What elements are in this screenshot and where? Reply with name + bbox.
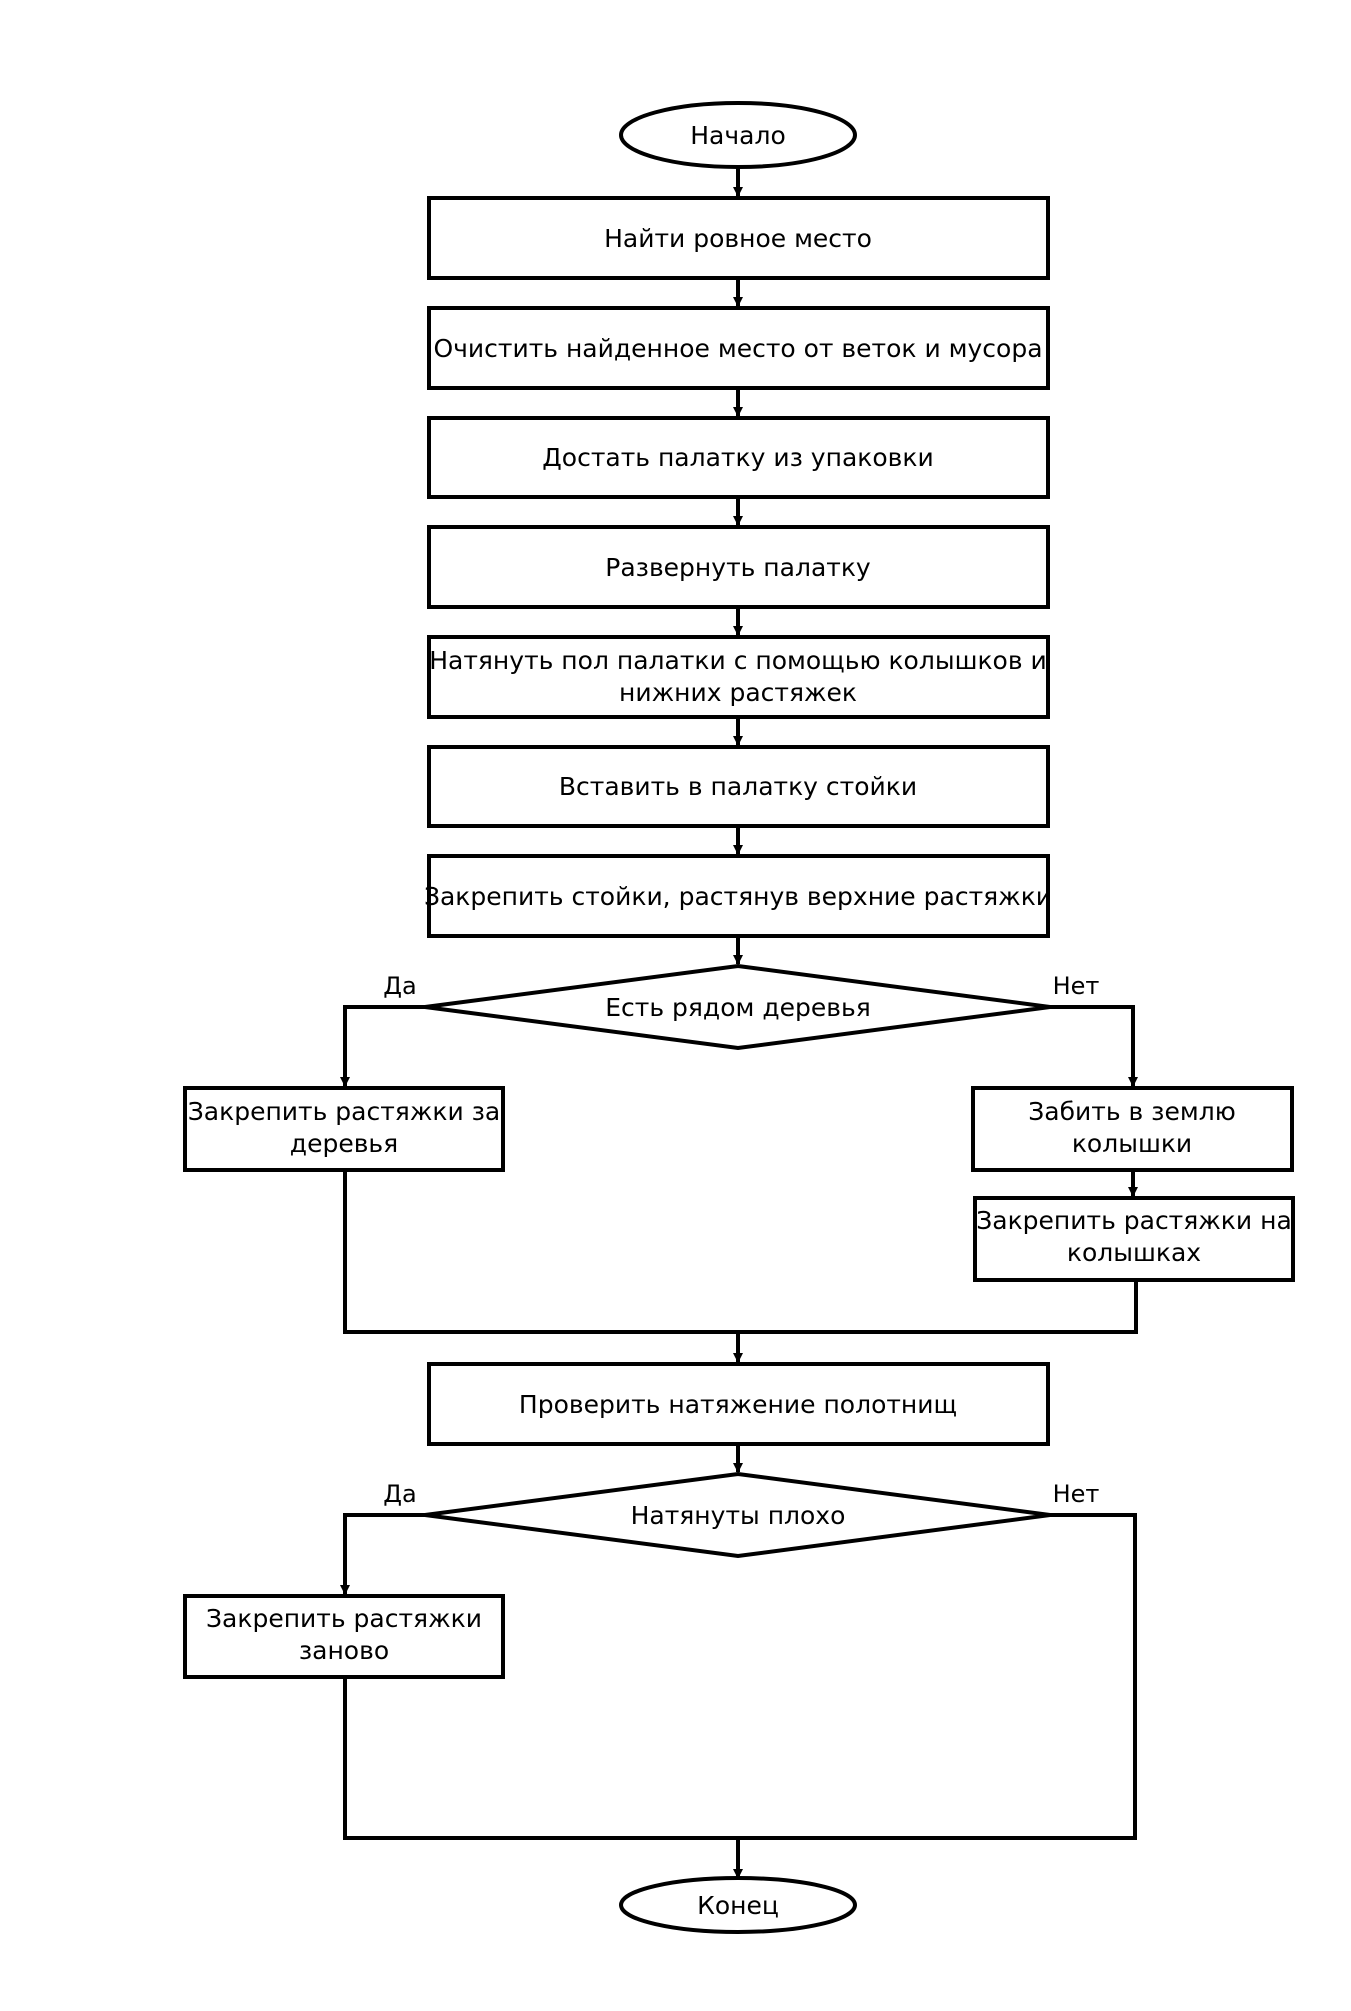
process-check-tension-label: Проверить натяжение полотнищ xyxy=(519,1390,957,1419)
process-tie-to-trees-label-2: деревья xyxy=(290,1129,398,1158)
process-tie-to-trees: Закрепить растяжки за деревья xyxy=(183,1086,505,1172)
decision-trees-nearby: Есть рядом деревья xyxy=(424,963,1051,1051)
process-insert-poles-label: Вставить в палатку стойки xyxy=(559,772,917,801)
process-fix-poles-label: Закрепить стойки, растянув верхние растя… xyxy=(424,882,1052,911)
branch-label-no-1: Нет xyxy=(1053,972,1100,1000)
process-unfold-tent: Развернуть палатку xyxy=(427,525,1050,609)
process-insert-poles: Вставить в палатку стойки xyxy=(427,745,1050,828)
process-clear-place-label: Очистить найденное место от веток и мусо… xyxy=(433,334,1042,363)
process-unfold-tent-label: Развернуть палатку xyxy=(605,553,871,582)
decision-poorly-stretched: Натянуты плохо xyxy=(424,1471,1051,1559)
decision-poorly-stretched-label: Натянуты плохо xyxy=(631,1501,846,1530)
process-find-place: Найти ровное место xyxy=(427,196,1050,280)
start-label: Начало xyxy=(690,121,785,150)
branch-label-yes-1: Да xyxy=(383,972,416,1000)
process-find-place-label: Найти ровное место xyxy=(604,224,872,253)
start-terminator: Начало xyxy=(619,101,857,169)
process-unpack-tent-label: Достать палатку из упаковки xyxy=(542,443,934,472)
decision-trees-nearby-label: Есть рядом деревья xyxy=(605,993,871,1022)
process-check-tension: Проверить натяжение полотнищ xyxy=(427,1362,1050,1446)
connector-merge-2 xyxy=(343,1513,1137,1840)
connectors xyxy=(340,168,1138,1879)
branch-label-no-2: Нет xyxy=(1053,1480,1100,1508)
process-tie-to-pegs-label-1: Закрепить растяжки на xyxy=(976,1206,1292,1235)
process-fix-poles: Закрепить стойки, растянув верхние растя… xyxy=(424,854,1052,938)
connector-trees-no xyxy=(1050,1005,1138,1087)
process-unpack-tent: Достать палатку из упаковки xyxy=(427,416,1050,499)
end-terminator: Конец xyxy=(619,1876,857,1934)
process-drive-pegs: Забить в землю колышки xyxy=(971,1086,1294,1172)
process-retie-label-2: заново xyxy=(299,1636,389,1665)
process-tie-to-trees-label-1: Закрепить растяжки за xyxy=(188,1097,501,1126)
process-stretch-floor: Натянуть пол палатки с помощью колышков … xyxy=(427,635,1050,719)
process-retie-label-1: Закрепить растяжки xyxy=(206,1604,482,1633)
connector-merge-1 xyxy=(343,1170,1138,1334)
process-stretch-floor-label-1: Натянуть пол палатки с помощью колышков … xyxy=(429,646,1047,675)
end-label: Конец xyxy=(697,1891,779,1920)
process-stretch-floor-label-2: нижних растяжек xyxy=(619,678,857,707)
connector-poor-yes xyxy=(340,1513,425,1595)
process-tie-to-pegs: Закрепить растяжки на колышках xyxy=(973,1196,1295,1282)
process-clear-place: Очистить найденное место от веток и мусо… xyxy=(427,306,1050,390)
connector-trees-yes xyxy=(340,1005,425,1087)
process-tie-to-pegs-label-2: колышках xyxy=(1067,1238,1201,1267)
process-drive-pegs-label-2: колышки xyxy=(1072,1129,1192,1158)
process-drive-pegs-label-1: Забить в землю xyxy=(1028,1097,1236,1126)
process-retie: Закрепить растяжки заново xyxy=(183,1594,505,1679)
branch-label-yes-2: Да xyxy=(383,1480,416,1508)
